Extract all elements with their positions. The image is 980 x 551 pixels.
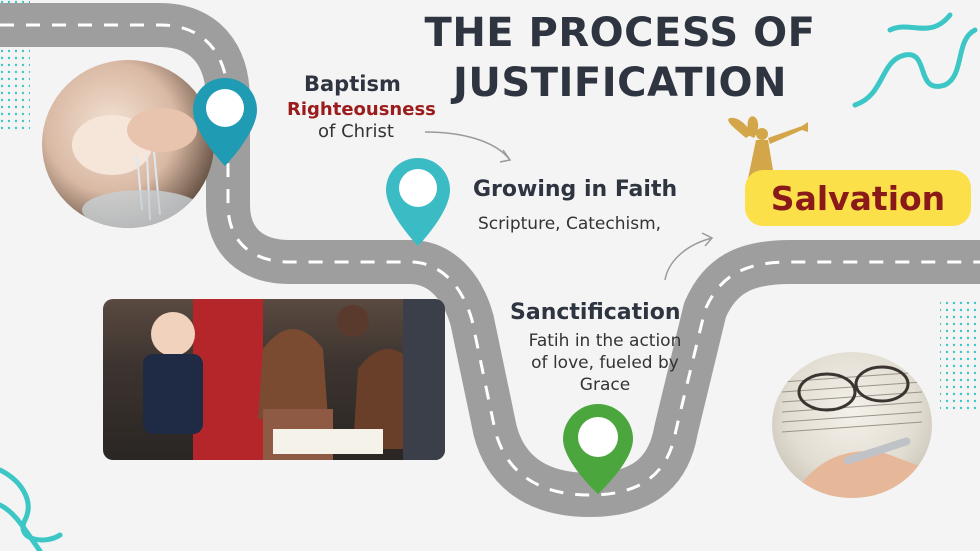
bible-reading-photo [772,352,932,498]
squiggle-top-right [852,27,978,108]
stage-growing-text: Scripture, Catechism, [478,214,662,234]
stage-baptism-heading: Baptism [304,72,401,96]
location-pin-icon [386,158,450,246]
location-pin-icon [563,404,633,494]
baptism-photo [42,60,214,228]
squiggle-top-right-2 [887,12,953,33]
curved-arrow-icon [664,237,713,281]
title-line-1: THE PROCESS OF [424,10,816,56]
bible-reading-photo-art [781,365,923,498]
squiggle-bottom-left-2 [0,502,43,551]
stage-baptism-text: of Christ [318,121,394,142]
stage-sanctification-heading: Sanctification [510,300,681,325]
salvation-label: Salvation [770,178,946,218]
stage-sanctification-line-1: Fatih in the action [528,331,682,351]
family-church-photo-art [143,299,445,460]
stage-sanctification-line-3: Grace [579,375,631,395]
curved-arrow-icon [424,131,511,161]
stage-sanctification-text: Fatih in the action of love, fueled by G… [500,330,710,396]
baptism-photo-art [72,108,202,228]
stage-baptism-subheading: Righteousness [287,99,436,120]
location-pin-icon [193,78,257,166]
stage-growing-heading: Growing in Faith [473,177,678,202]
page-title: THE PROCESS OF JUSTIFICATION [400,8,840,108]
squiggle-bottom-left [0,467,63,543]
title-line-2: JUSTIFICATION [453,60,787,106]
dot-pattern-right [940,300,980,410]
stage-sanctification-line-2: of love, fueled by [531,353,679,373]
salvation-badge: Salvation [745,170,971,226]
family-church-photo [103,299,445,460]
road-center-line [0,23,980,497]
